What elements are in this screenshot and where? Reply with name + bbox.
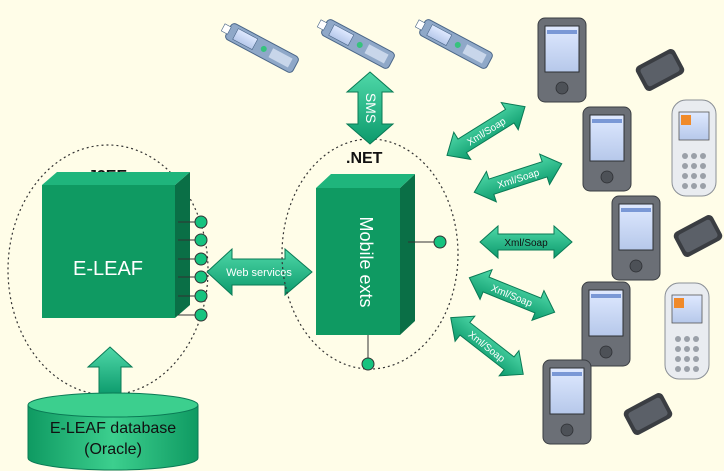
pda-icon xyxy=(611,195,661,281)
eleaf-box: E-LEAF xyxy=(42,172,190,318)
database-arrow xyxy=(86,346,134,396)
pda-icon xyxy=(581,281,631,367)
port-node xyxy=(433,235,447,249)
port-node xyxy=(194,289,208,303)
port-node xyxy=(194,215,208,229)
port-node xyxy=(194,233,208,247)
phone-icon xyxy=(316,19,395,69)
phone-icon xyxy=(414,19,493,69)
xml-soap-arrow: Xml/Soap xyxy=(450,315,524,377)
xml-soap-arrow: Xml/Soap xyxy=(473,153,563,203)
sms-label: SMS xyxy=(363,93,379,123)
phone-icon xyxy=(220,23,299,73)
database-label-line1: E-LEAF database xyxy=(50,420,176,437)
xml-soap-label: Xml/Soap xyxy=(504,238,548,249)
port-node xyxy=(194,308,208,322)
database-label-line2: (Oracle) xyxy=(84,441,142,458)
net-label: .NET xyxy=(346,150,383,167)
mobile-exts-box: Mobile exts xyxy=(316,174,415,335)
smartphones xyxy=(664,99,717,380)
sms-phones xyxy=(220,19,493,73)
handheld-icon xyxy=(673,215,723,257)
xml-soap-arrow: Xml/Soap xyxy=(446,101,526,161)
web-services-arrow: Web services xyxy=(206,247,313,297)
web-services-label: Web services xyxy=(226,267,292,279)
mobile-exts-label: Mobile exts xyxy=(356,216,376,307)
handheld-icon xyxy=(623,393,673,435)
eleaf-ports xyxy=(178,215,208,322)
sms-arrow: SMS xyxy=(345,71,395,145)
net-container: .NET xyxy=(281,138,459,370)
xml-soap-arrow: Xml/Soap xyxy=(468,268,556,322)
pda-icon xyxy=(582,106,632,192)
port-node xyxy=(194,252,208,266)
handheld-devices xyxy=(623,49,723,435)
xml-soap-arrow: Xml/Soap xyxy=(479,224,573,260)
pda-icon xyxy=(537,17,587,103)
handheld-icon xyxy=(635,49,685,91)
database-cylinder: E-LEAF database (Oracle) xyxy=(27,392,199,471)
port-node xyxy=(361,357,375,371)
mobile-exts-ports xyxy=(361,235,447,371)
xml-soap-arrows: Xml/Soap Xml/Soap Xml/Soap Xml/Soap Xml/… xyxy=(446,101,573,377)
port-node xyxy=(194,270,208,284)
smartphone-icon xyxy=(671,99,717,197)
smartphone-icon xyxy=(664,282,710,380)
pda-devices xyxy=(537,17,661,445)
pda-icon xyxy=(542,359,592,445)
eleaf-label: E-LEAF xyxy=(73,258,143,280)
